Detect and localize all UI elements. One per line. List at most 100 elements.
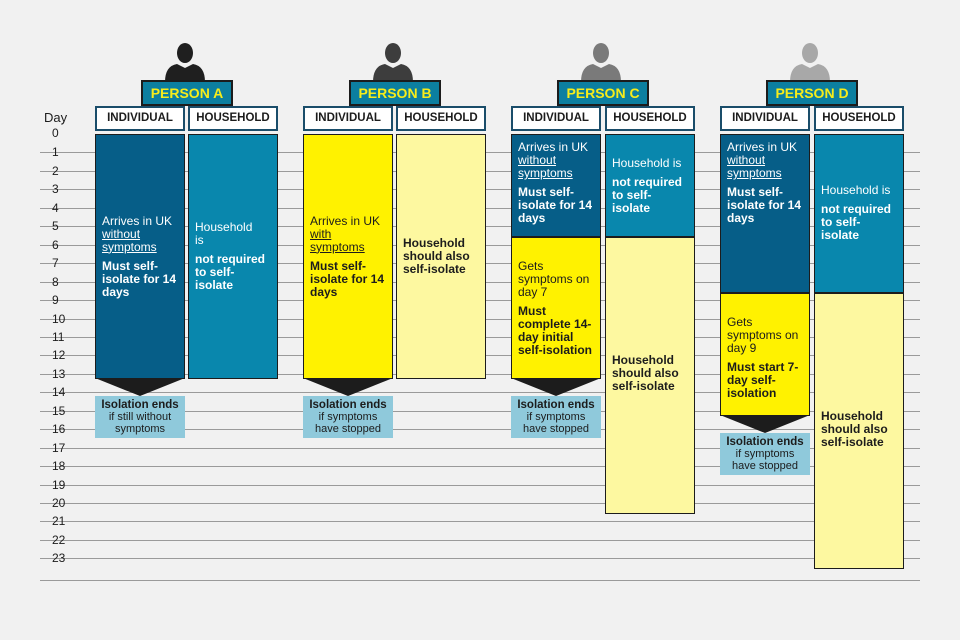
- person-name-badge: PERSON B: [349, 80, 441, 106]
- block-line: is: [195, 233, 204, 248]
- day-number: 0: [52, 126, 59, 140]
- day-number: 1: [52, 145, 59, 160]
- day-number: 20: [52, 496, 66, 510]
- block-action: Must self-isolate for 14 days: [310, 258, 385, 299]
- day-number: 22: [52, 532, 66, 547]
- person-silhouette-icon: [581, 43, 621, 82]
- block-action: Must self-isolate for 14 days: [727, 185, 802, 225]
- day-row: 18: [40, 459, 920, 485]
- household-column-header: HOUSEHOLD: [396, 106, 486, 131]
- day-axis-label: Day: [44, 110, 68, 125]
- day-row: 16: [40, 422, 920, 448]
- individual-column-header: INDIVIDUAL: [95, 106, 185, 131]
- day-number: 17: [52, 440, 66, 455]
- day-number: 9: [52, 293, 59, 308]
- isolation-ends-title: Isolation ends: [101, 399, 179, 412]
- block-action: Must start 7-day self-isolation: [727, 359, 799, 400]
- day-number: 16: [52, 422, 66, 437]
- individual-column-header: INDIVIDUAL: [720, 106, 810, 131]
- block-action: Must self-isolate for 14 days: [518, 185, 593, 225]
- day-number: 15: [52, 403, 66, 418]
- day-number: 18: [52, 459, 66, 474]
- block-line: without: [518, 153, 557, 167]
- block-line: Household: [195, 220, 253, 235]
- day-row: 14: [40, 385, 920, 411]
- isolation-end-arrow: [95, 378, 185, 397]
- day-axis-end-line: [40, 580, 920, 581]
- day-row: 0: [40, 126, 920, 152]
- day-number: 11: [52, 329, 65, 344]
- block-action: not required to self-isolate: [612, 174, 683, 215]
- block-action: Household should also self-isolate: [821, 408, 888, 449]
- block-action: Household should also self-isolate: [403, 236, 470, 277]
- block-line: Household is: [612, 155, 682, 170]
- block-line: Arrives in UK: [102, 213, 173, 228]
- day-number: 4: [52, 200, 59, 215]
- household-period-block: Household is not required to self-isolate: [814, 134, 904, 293]
- block-line: symptoms on: [518, 272, 590, 287]
- day-number: 19: [52, 477, 66, 492]
- isolation-end-arrow: [511, 378, 601, 397]
- household-period-block: Household should also self-isolate: [814, 292, 904, 570]
- block-line: day 7: [518, 285, 548, 300]
- block-line: Arrives in UK: [518, 140, 589, 154]
- household-column-header: HOUSEHOLD: [814, 106, 904, 131]
- isolation-ends-condition: have stopped: [522, 423, 590, 436]
- day-number: 3: [52, 182, 59, 197]
- block-line: Gets: [518, 259, 544, 274]
- individual-column-header: INDIVIDUAL: [511, 106, 601, 131]
- day-number: 2: [52, 163, 59, 178]
- day-number: 12: [52, 348, 66, 363]
- isolation-ends-title: Isolation ends: [309, 399, 387, 412]
- isolation-ends-condition: if symptoms: [526, 411, 586, 424]
- person-silhouette-icon: [373, 43, 413, 82]
- household-column-header: HOUSEHOLD: [605, 106, 695, 131]
- day-row: 20: [40, 496, 920, 522]
- isolation-end-arrow: [720, 415, 810, 434]
- person-name-badge: PERSON A: [141, 80, 233, 106]
- day-number: 5: [52, 219, 59, 234]
- person-name-badge: PERSON C: [557, 80, 649, 106]
- block-text: Household is: [612, 155, 688, 170]
- person-silhouette-icon: [790, 43, 830, 82]
- block-action: Must self-isolate for 14 days: [102, 258, 177, 299]
- person-name-badge: PERSON D: [766, 80, 858, 106]
- block-line: without: [727, 153, 766, 167]
- day-row: 21: [40, 514, 920, 540]
- day-number: 14: [52, 385, 66, 400]
- block-line: without: [102, 226, 141, 241]
- isolation-ends-condition: if symptoms: [735, 448, 795, 461]
- household-period-block: Household is not required to self-isolate: [605, 134, 695, 238]
- day-number: 7: [52, 256, 59, 271]
- person-silhouette-icon: [165, 43, 205, 82]
- block-action: not required to self-isolate: [821, 202, 892, 243]
- day-row: 22: [40, 533, 920, 559]
- block-line: symptoms on: [727, 327, 799, 342]
- individual-column-header: INDIVIDUAL: [303, 106, 393, 131]
- household-column-header: HOUSEHOLD: [188, 106, 278, 131]
- block-line: Household is: [821, 183, 891, 198]
- block-line: symptoms: [518, 166, 573, 180]
- day-number: 8: [52, 274, 59, 289]
- day-number: 13: [52, 366, 66, 381]
- isolation-ends-title: Isolation ends: [517, 399, 595, 412]
- day-row: 15: [40, 404, 920, 430]
- block-line: with: [310, 226, 332, 241]
- day-number: 10: [52, 311, 66, 326]
- block-line: Arrives in UK: [727, 140, 798, 154]
- block-text: Household is: [821, 184, 897, 197]
